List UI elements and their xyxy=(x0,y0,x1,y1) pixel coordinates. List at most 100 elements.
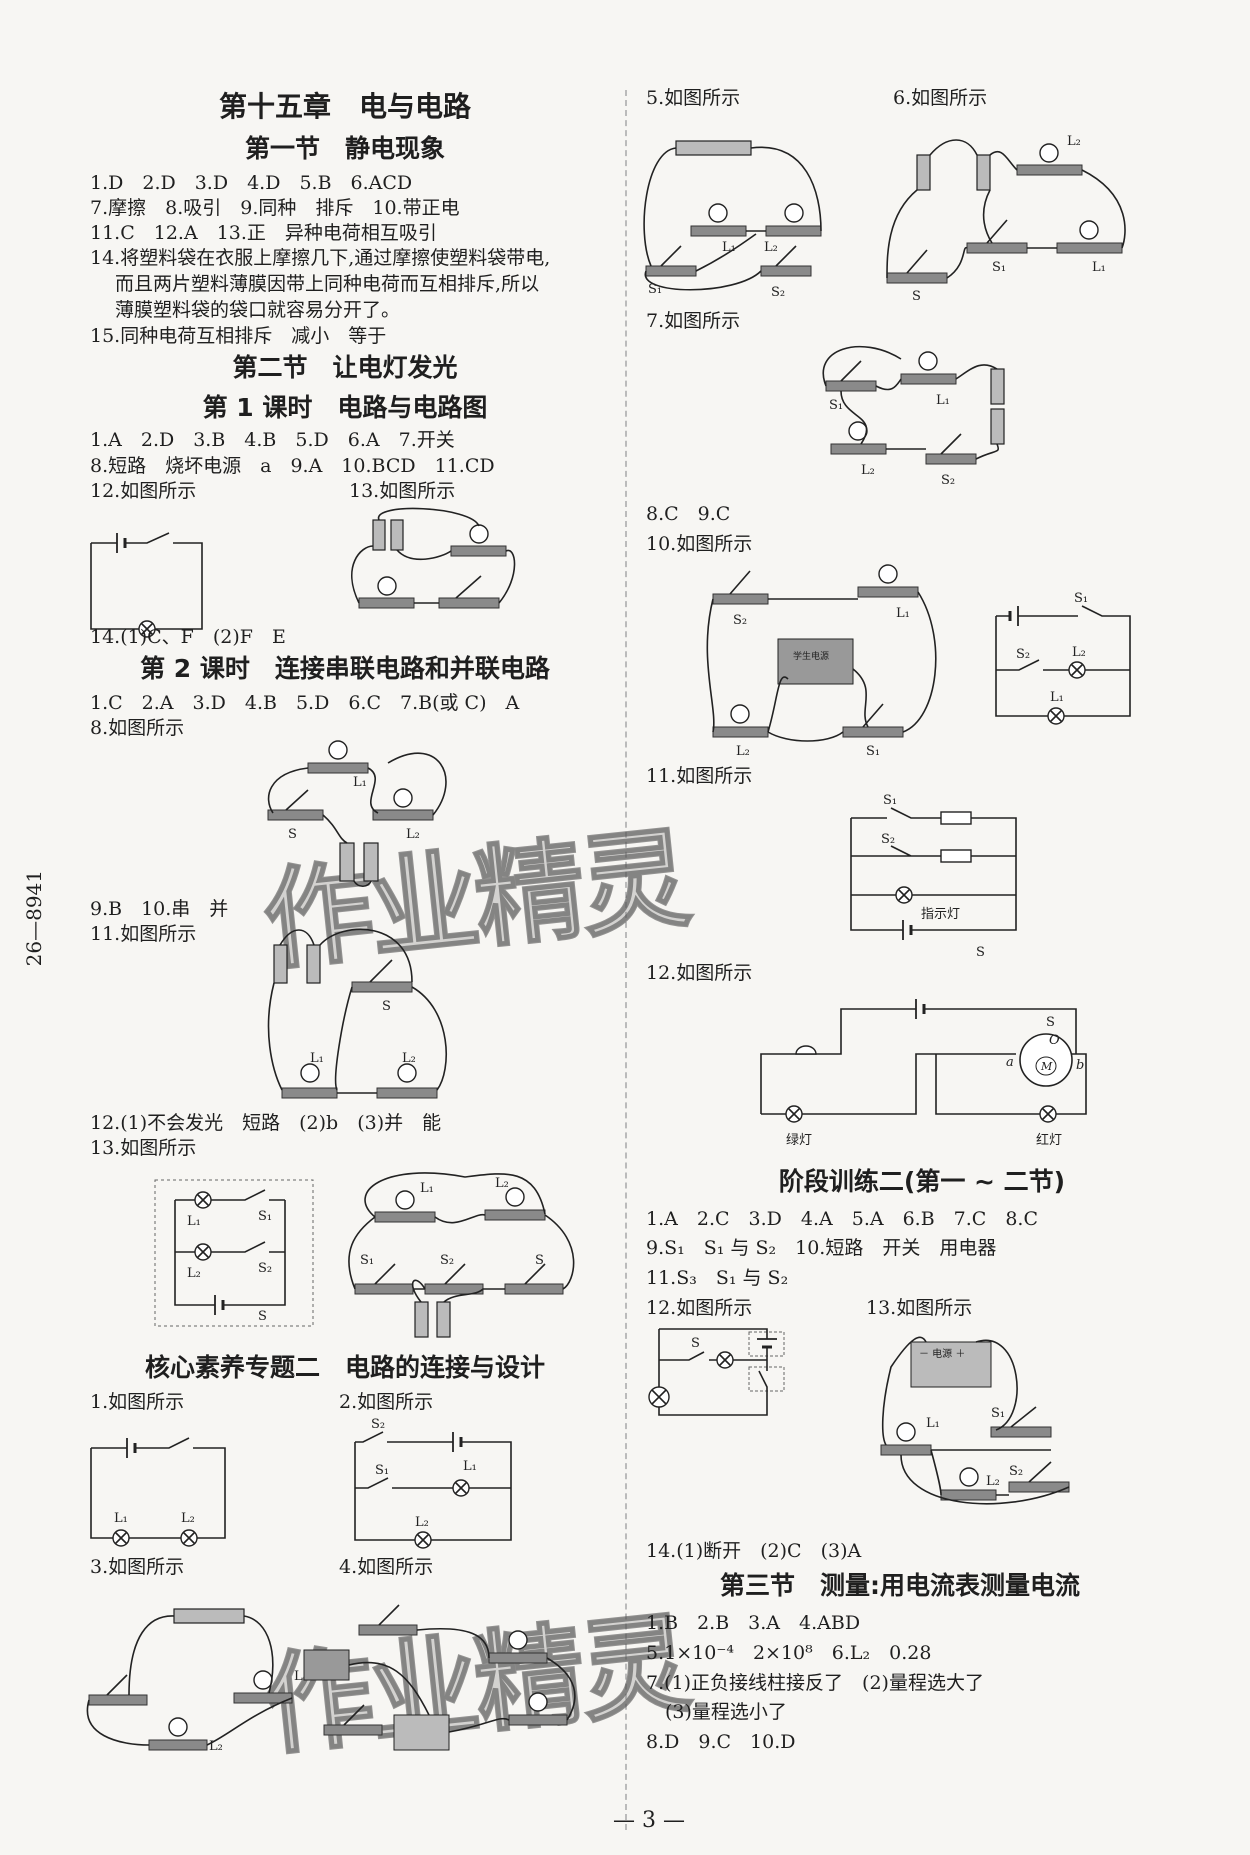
label: S₂ xyxy=(771,285,785,300)
section-2-title: 第二节 让电灯发光 xyxy=(232,353,458,382)
answer-line: 13.如图所示 xyxy=(349,480,456,502)
label: L₂ xyxy=(187,1266,201,1281)
circuit-diagram-series: L₁ L₂ xyxy=(90,1437,226,1547)
page-number: — 3 — xyxy=(613,1808,685,1833)
circuit-diagram-parallel: S₁ S₂ L₂ L₁ xyxy=(995,591,1131,725)
section-1-title: 第一节 静电现象 xyxy=(244,134,446,163)
answer-line: 9.B 10.串 并 xyxy=(90,898,229,920)
label: S xyxy=(976,945,985,960)
label: L₂ xyxy=(986,1474,1000,1489)
answer-line: 5.如图所示 xyxy=(646,87,741,109)
answer-line: 8.D 9.C 10.D xyxy=(646,1731,796,1753)
answer-line: 12.(1)不会发光 短路 (2)b (3)并 能 xyxy=(90,1112,442,1134)
answer-line: 7.(1)正负接线柱接反了 (2)量程选大了 xyxy=(646,1672,984,1694)
circuit-photo-diagram: S₁ L₁ L₂ S₂ xyxy=(822,345,1005,488)
label: L₂ xyxy=(861,463,875,478)
answer-line: 14.(1)断开 (2)C (3)A xyxy=(646,1540,862,1562)
label: S xyxy=(382,999,391,1014)
answer-line: 4.如图所示 xyxy=(339,1556,434,1578)
label: S₂ xyxy=(371,1417,385,1432)
label: S xyxy=(258,1309,267,1324)
label: S₁ xyxy=(829,398,843,413)
label: － 电源 ＋ xyxy=(919,1347,965,1360)
label: S₁ xyxy=(883,793,897,808)
label: L₂ xyxy=(1072,645,1086,660)
answer-line: 1.A 2.C 3.D 4.A 5.A 6.B 7.C 8.C xyxy=(646,1208,1038,1230)
label: L₂ xyxy=(415,1515,429,1530)
label: L₁ xyxy=(310,1051,324,1066)
answer-line: 13.如图所示 xyxy=(90,1137,197,1159)
label: L₂ xyxy=(764,240,778,255)
answer-line: 1.D 2.D 3.D 4.D 5.B 6.ACD xyxy=(90,172,413,194)
circuit-photo-diagram: － 电源 ＋ S₁ L₁ L₂ S₂ xyxy=(880,1336,1070,1505)
circuit-diagram: S xyxy=(648,1328,785,1416)
label: L₂ xyxy=(1067,134,1081,149)
answer-line: 14.(1)C、F (2)F E xyxy=(90,626,286,648)
label: L₁ xyxy=(187,1214,201,1229)
circuit-diagram-series xyxy=(90,532,203,638)
label: L₂ xyxy=(181,1511,195,1526)
circuit-diagram-motor: M O S a b 绿灯 红灯 xyxy=(760,999,1087,1148)
label: L₁ xyxy=(896,606,910,621)
answer-line: 7.摩擦 8.吸引 9.同种 排斥 10.带正电 xyxy=(90,197,460,219)
label: S₂ xyxy=(1016,647,1030,662)
label: S₂ xyxy=(1009,1464,1023,1479)
label: S₁ xyxy=(375,1463,389,1478)
answer-line: 6.如图所示 xyxy=(893,87,988,109)
answer-line: 8.如图所示 xyxy=(90,717,185,739)
answer-line: 2.如图所示 xyxy=(339,1391,434,1413)
label: 指示灯 xyxy=(921,907,960,922)
answer-line: 9.S₁ S₁ 与 S₂ 10.短路 开关 用电器 xyxy=(646,1237,997,1259)
answer-line: 11.如图所示 xyxy=(646,765,753,787)
label: L₂ xyxy=(402,1051,416,1066)
label: S xyxy=(288,827,297,842)
lesson-2-title: 第 2 课时 连接串联电路和并联电路 xyxy=(140,654,550,683)
circuit-photo-diagram xyxy=(351,507,516,609)
circuit-photo-diagram: S₂ L₁ 学生电源 L₂ S₁ xyxy=(706,564,937,759)
label: L₂ xyxy=(209,1739,223,1754)
answer-line: 1.A 2.D 3.B 4.B 5.D 6.A 7.开关 xyxy=(90,429,455,451)
label: S xyxy=(535,1253,544,1268)
label: S₂ xyxy=(258,1261,272,1276)
label: L₂ xyxy=(495,1176,509,1191)
lesson-1-title: 第 1 课时 电路与电路图 xyxy=(202,393,488,422)
label: 红灯 xyxy=(1036,1132,1062,1148)
column-divider xyxy=(625,90,627,1830)
label: 学生电源 xyxy=(793,650,829,662)
answer-line: 1.B 2.B 3.A 4.ABD xyxy=(646,1612,861,1634)
label: L₁ xyxy=(114,1511,128,1526)
answer-line: 11.S₃ S₁ 与 S₂ xyxy=(646,1267,789,1289)
label: b xyxy=(1076,1058,1084,1073)
label: L₂ xyxy=(406,827,420,842)
label: S₁ xyxy=(1074,591,1088,606)
label: S xyxy=(912,289,921,304)
answer-line: 11.C 12.A 13.正 异种电荷相互吸引 xyxy=(90,222,437,244)
circuit-photo-diagram: L₁ L₂ S₁ S₂ S xyxy=(348,1172,575,1338)
answer-line: 15.同种电荷互相排斥 减小 等于 xyxy=(90,325,387,347)
answer-line: 10.如图所示 xyxy=(646,533,753,555)
label: L₂ xyxy=(736,744,750,759)
section-3-title: 第三节 测量:用电流表测量电流 xyxy=(720,1571,1080,1600)
answer-line: 7.如图所示 xyxy=(646,310,741,332)
label: S₂ xyxy=(440,1253,454,1268)
answer-line: 1.C 2.A 3.D 4.B 5.D 6.C 7.B(或 C) A xyxy=(90,692,520,714)
circuit-diagram-parallel: S₁ S₂ 指示灯 S xyxy=(850,793,1017,960)
label: a xyxy=(1006,1055,1014,1070)
answer-line: 13.如图所示 xyxy=(866,1297,973,1319)
label: S₂ xyxy=(733,613,747,628)
label: S xyxy=(691,1336,700,1351)
topic-title: 核心素养专题二 电路的连接与设计 xyxy=(144,1353,546,1382)
label: S₁ xyxy=(360,1253,374,1268)
side-code: 26—8941 xyxy=(22,870,46,967)
label: L₁ xyxy=(936,393,950,408)
label: S₁ xyxy=(991,1406,1005,1421)
circuit-photo-diagram: L₂ L₁ S₁ S₂ xyxy=(643,140,822,300)
circuit-diagram-parallel: S₂ S₁ L₁ L₂ xyxy=(354,1417,512,1549)
answer-line: 5.1×10⁻⁴ 2×10⁸ 6.L₂ 0.28 xyxy=(646,1642,932,1664)
label: M xyxy=(1040,1060,1053,1073)
label: L₁ xyxy=(1050,690,1064,705)
answer-line: (3)量程选小了 xyxy=(646,1701,787,1723)
label: L₁ xyxy=(722,240,736,255)
label: S xyxy=(1046,1015,1055,1030)
label: L₁ xyxy=(1092,260,1106,275)
